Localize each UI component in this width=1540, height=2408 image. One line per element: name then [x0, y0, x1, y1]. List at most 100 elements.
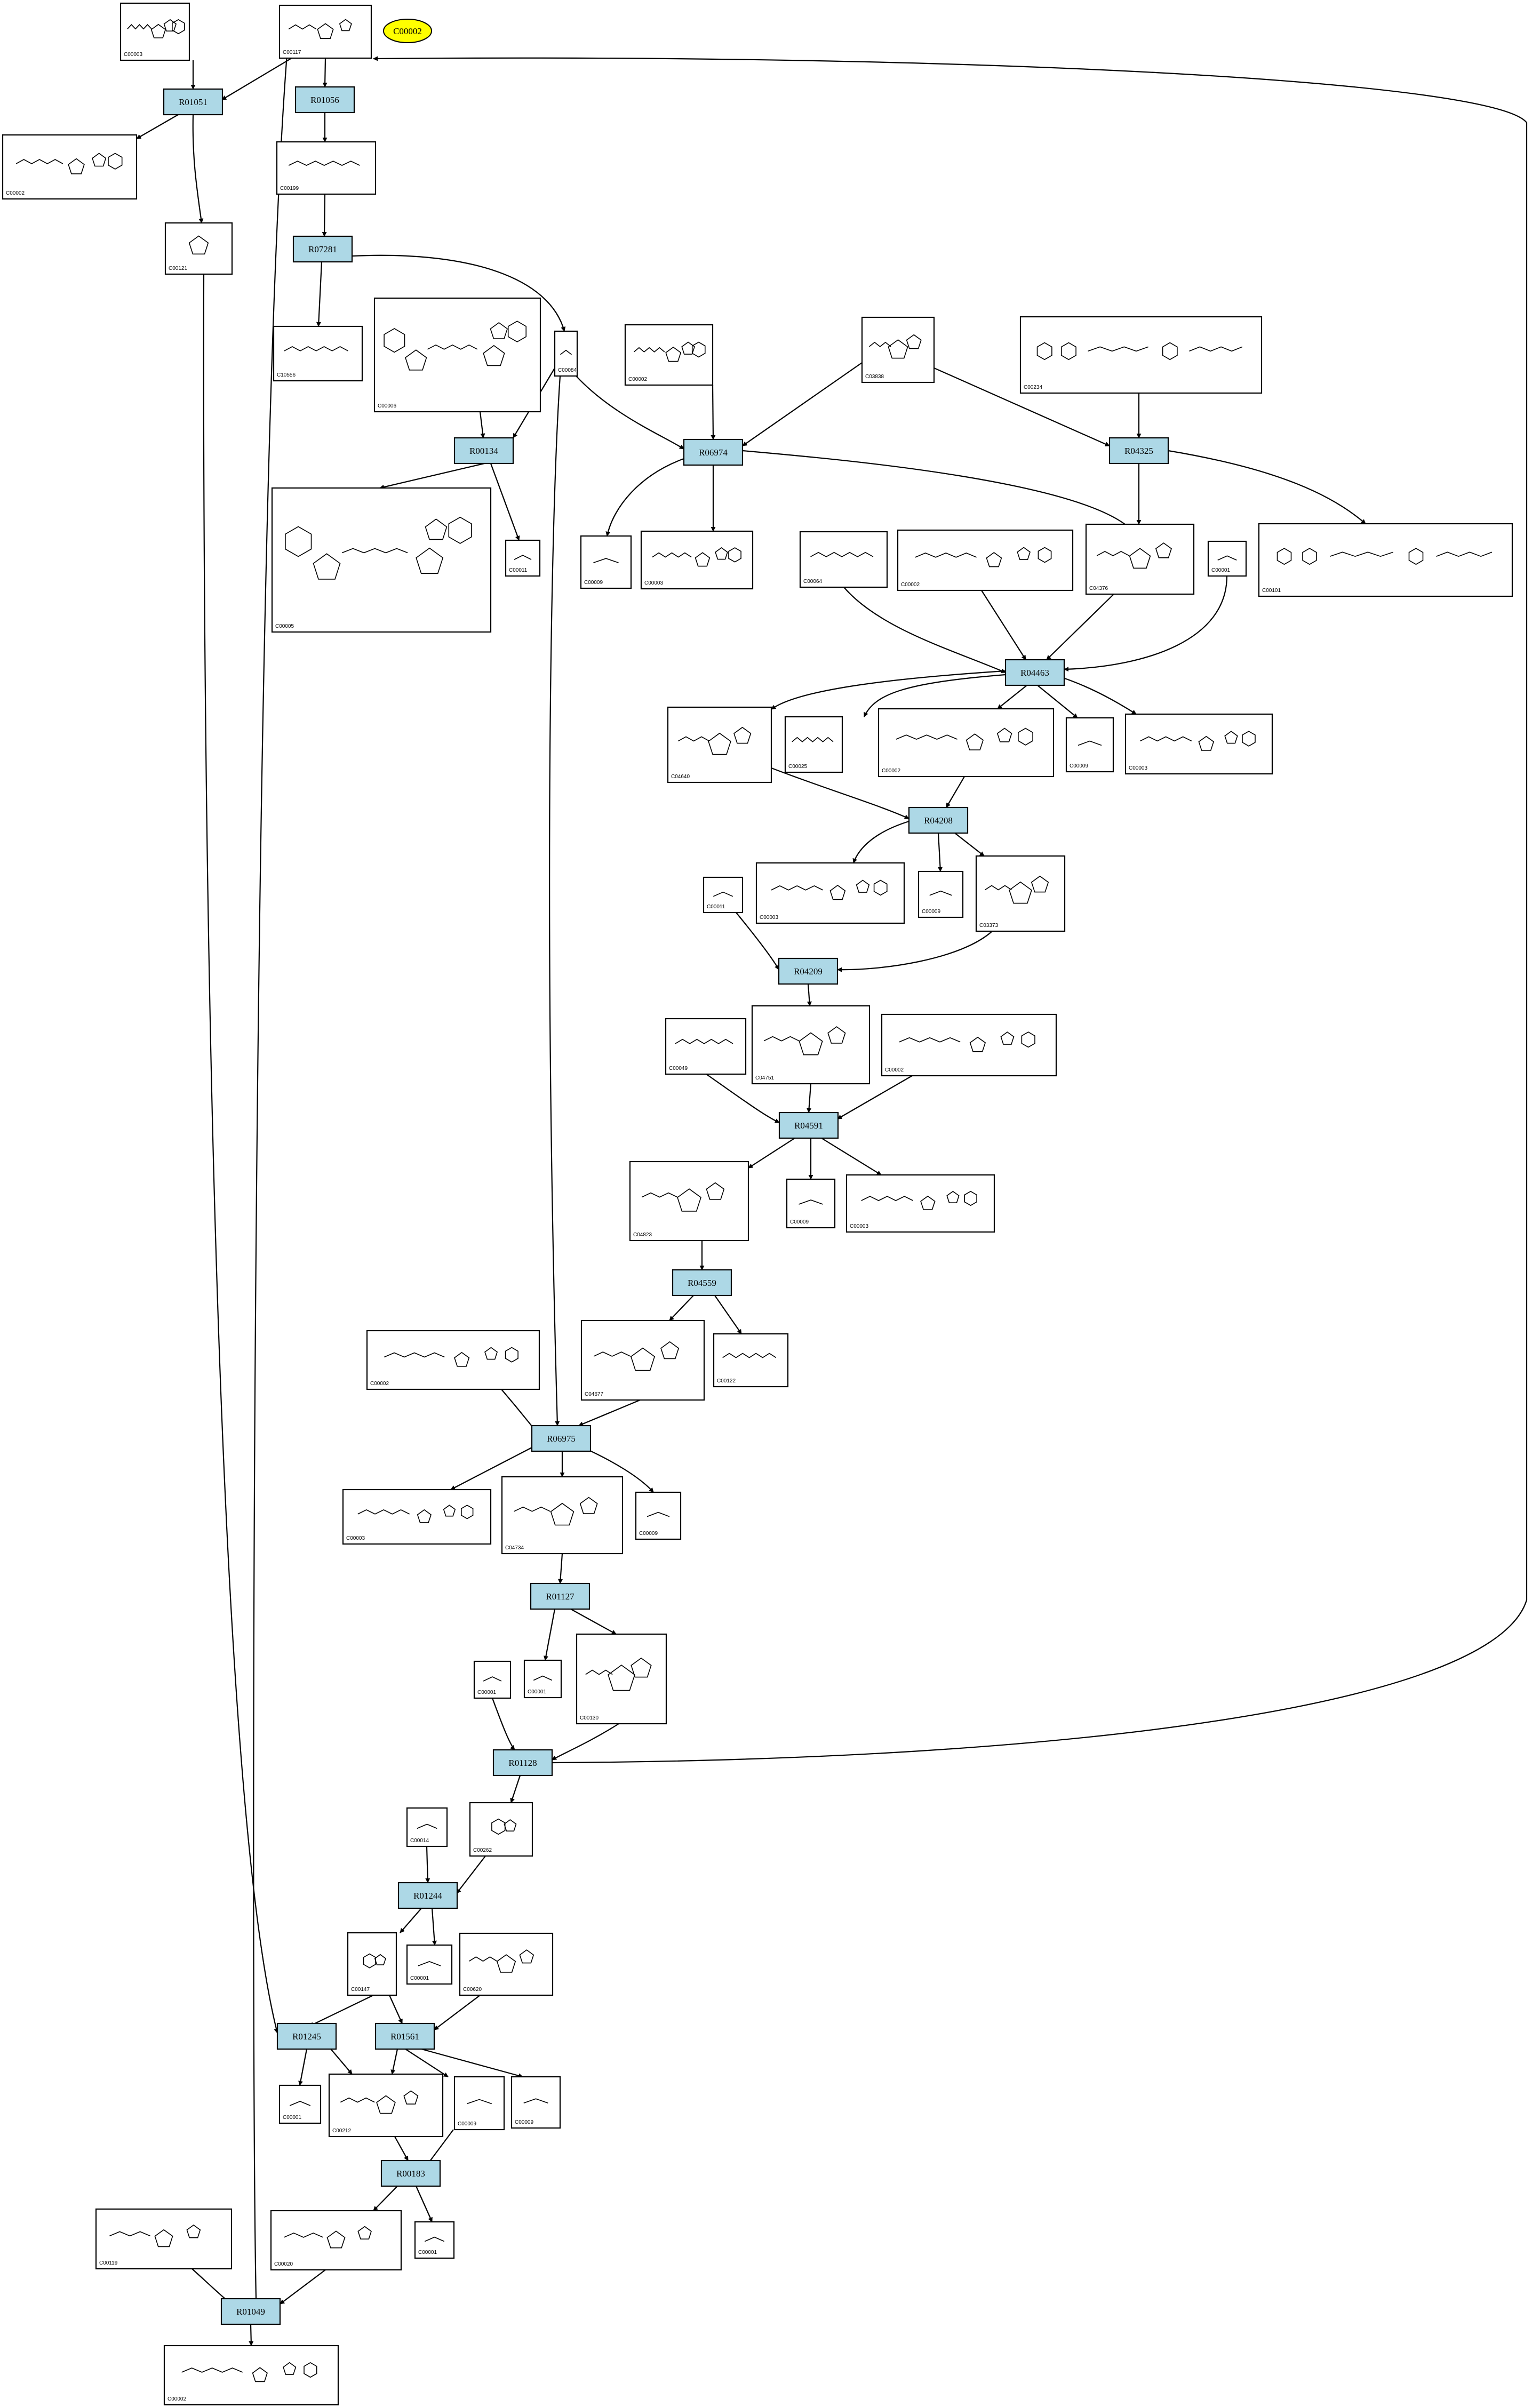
- compound-node[interactable]: C00002: [897, 529, 1074, 591]
- compound-node[interactable]: C00002: [881, 1013, 1057, 1077]
- compound-node[interactable]: C00122: [713, 1333, 789, 1388]
- compound-node[interactable]: C00001: [406, 1944, 453, 1985]
- compound-node[interactable]: C03838: [861, 316, 935, 383]
- compound-node[interactable]: C00009: [635, 1491, 682, 1540]
- reaction-edge: [997, 685, 1027, 709]
- reaction-edge: [280, 2269, 326, 2305]
- reaction-id: R00183: [396, 2169, 425, 2179]
- chain-glyph: [15, 159, 63, 164]
- ring-glyph: [996, 727, 1012, 742]
- compound-node[interactable]: C04734: [501, 1476, 624, 1555]
- reaction-node[interactable]: R01244: [397, 1882, 458, 1909]
- compound-node[interactable]: C00014: [406, 1807, 448, 1847]
- reaction-node[interactable]: R01561: [374, 2022, 435, 2050]
- compound-node[interactable]: C00002: [2, 134, 138, 200]
- compound-node[interactable]: C00234: [1019, 316, 1263, 394]
- reaction-node[interactable]: R04559: [672, 1269, 732, 1297]
- compound-node[interactable]: C00121: [164, 222, 233, 275]
- compound-node[interactable]: C00009: [453, 2076, 505, 2131]
- ring-glyph: [460, 1505, 474, 1519]
- reaction-node[interactable]: R04325: [1108, 437, 1169, 465]
- reaction-box: [530, 1582, 591, 1610]
- ring-glyph: [631, 1658, 652, 1678]
- chain-glyph: [284, 2233, 323, 2238]
- compound-node[interactable]: C00020: [270, 2210, 402, 2271]
- compound-node[interactable]: C00003: [755, 862, 905, 924]
- compound-node[interactable]: C00006: [373, 297, 541, 413]
- ring-glyph: [1060, 342, 1076, 361]
- reaction-id: R00134: [469, 446, 498, 456]
- compound-node[interactable]: C00001: [523, 1659, 562, 1699]
- reaction-node[interactable]: R06975: [531, 1425, 592, 1452]
- compound-node[interactable]: C04751: [751, 1005, 871, 1085]
- chain-glyph: [288, 161, 360, 166]
- compound-node[interactable]: C00003: [1124, 713, 1273, 775]
- compound-node[interactable]: C00009: [580, 535, 632, 589]
- reaction-node[interactable]: R00183: [380, 2159, 441, 2187]
- compound-node[interactable]: C00003: [119, 2, 190, 61]
- compound-node[interactable]: C04823: [629, 1161, 749, 1242]
- compound-box: [713, 1333, 789, 1388]
- compound-node[interactable]: C00101: [1258, 523, 1513, 597]
- compound-node[interactable]: C00084: [554, 330, 578, 377]
- reaction-edge: [425, 1846, 430, 1883]
- compound-node[interactable]: C00005: [271, 487, 492, 633]
- reaction-node[interactable]: R04209: [778, 957, 839, 985]
- compound-node[interactable]: C00002: [877, 708, 1055, 778]
- compound-node[interactable]: C00009: [510, 2076, 561, 2129]
- reaction-node[interactable]: R04208: [908, 806, 969, 834]
- compound-node[interactable]: C00117: [278, 4, 372, 59]
- reaction-node[interactable]: R01051: [163, 88, 224, 116]
- compound-node[interactable]: C00119: [95, 2208, 233, 2270]
- reaction-node[interactable]: R04463: [1004, 659, 1065, 686]
- compound-node[interactable]: C00003: [845, 1174, 995, 1233]
- compound-node[interactable]: C00002: [163, 2345, 339, 2406]
- chain-glyph: [514, 1506, 550, 1512]
- compound-node[interactable]: C04677: [580, 1319, 705, 1401]
- compound-node[interactable]: C00262: [469, 1802, 533, 1857]
- compound-node[interactable]: C00002: [624, 324, 714, 386]
- compound-node[interactable]: C00011: [703, 876, 744, 914]
- reaction-node[interactable]: R07281: [292, 235, 353, 263]
- compound-node[interactable]: C04376: [1085, 523, 1195, 595]
- compound-node[interactable]: C00064: [799, 531, 888, 588]
- reaction-id: R04591: [794, 1121, 823, 1131]
- reaction-node[interactable]: R01128: [492, 1749, 553, 1777]
- compound-node[interactable]: C00212: [328, 2073, 444, 2138]
- compound-node[interactable]: C03373: [975, 855, 1066, 932]
- chain-glyph: [1189, 346, 1243, 352]
- compound-node[interactable]: C00001: [414, 2221, 455, 2259]
- compound-node[interactable]: C00009: [1065, 717, 1114, 773]
- compound-id: C00003: [850, 1223, 868, 1229]
- ring-glyph: [966, 733, 984, 750]
- reaction-node[interactable]: R01056: [294, 86, 355, 114]
- compound-node[interactable]: C00025: [784, 716, 843, 773]
- compound-node[interactable]: C00011: [505, 539, 541, 577]
- compound-id: C00101: [1262, 588, 1281, 594]
- compound-node[interactable]: C00001: [1207, 540, 1247, 577]
- compound-node[interactable]: C10556: [273, 325, 363, 382]
- compound-id: C00234: [1024, 385, 1042, 390]
- reaction-node[interactable]: R04591: [778, 1111, 839, 1139]
- reaction-node[interactable]: R01127: [530, 1582, 591, 1610]
- chain-glyph: [483, 1676, 502, 1682]
- compound-node[interactable]: C00009: [917, 870, 964, 918]
- reaction-node[interactable]: R06974: [683, 438, 744, 466]
- compound-node[interactable]: C00003: [640, 530, 754, 590]
- compound-node[interactable]: C04640: [667, 706, 772, 783]
- compound-node[interactable]: C00620: [459, 1932, 554, 1996]
- reaction-edge: [714, 1295, 742, 1334]
- reaction-node[interactable]: R00134: [453, 437, 514, 465]
- compound-node[interactable]: C00147: [347, 1932, 397, 1996]
- compound-node[interactable]: C00001: [473, 1660, 512, 1699]
- compound-node[interactable]: C00001: [278, 2084, 322, 2124]
- reaction-node[interactable]: R01245: [276, 2022, 337, 2050]
- compound-node[interactable]: C00049: [665, 1018, 747, 1075]
- compound-node[interactable]: C00003: [342, 1489, 492, 1545]
- highlight-node[interactable]: C00002: [383, 19, 432, 43]
- compound-node[interactable]: C00009: [786, 1178, 836, 1229]
- compound-node[interactable]: C00130: [576, 1633, 667, 1725]
- compound-node[interactable]: C00199: [276, 141, 377, 195]
- reaction-node[interactable]: R01049: [220, 2298, 281, 2325]
- compound-node[interactable]: C00002: [366, 1330, 540, 1390]
